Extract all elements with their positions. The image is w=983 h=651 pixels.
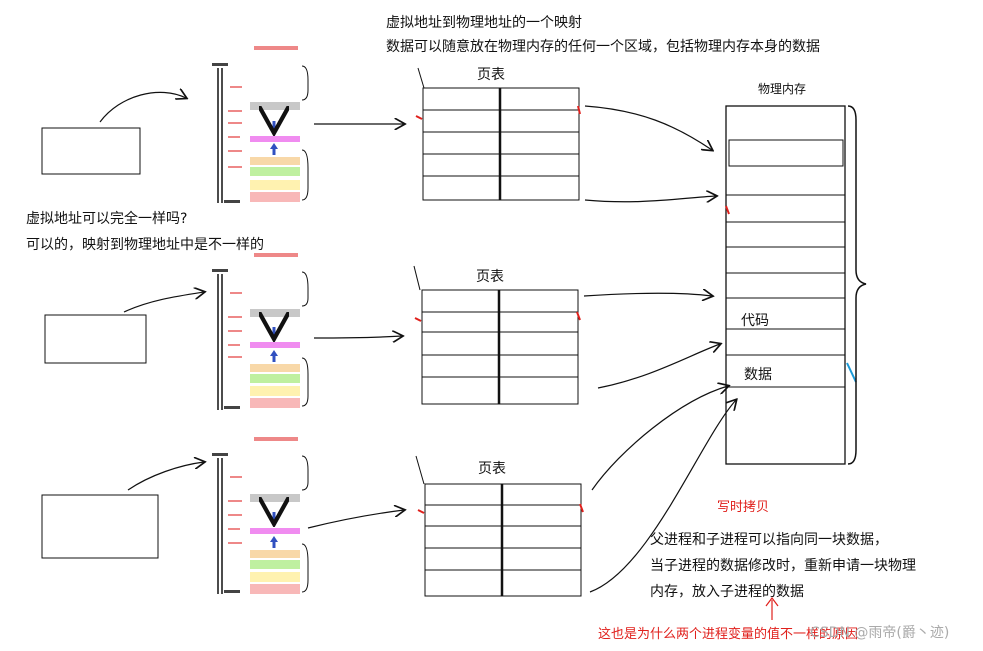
header-line-1: 虚拟地址到物理地址的一个映射 xyxy=(386,15,582,31)
page-table-1 xyxy=(415,67,581,201)
process-box-1 xyxy=(41,127,141,175)
page-table-2-label: 页表 xyxy=(476,269,504,285)
arrow-process-3-to-space xyxy=(127,462,204,491)
arrow-process-1-to-space xyxy=(99,92,186,123)
page-table-1-label: 页表 xyxy=(477,67,505,83)
address-space-1 xyxy=(212,46,309,203)
cow-line-3: 内存，放入子进程的数据 xyxy=(650,584,804,600)
address-space-2 xyxy=(212,253,309,410)
arrow-table-1-to-memory-a xyxy=(584,105,712,150)
arrow-table-1-to-memory-b xyxy=(584,196,716,202)
question-line-1: 虚拟地址可以完全一样吗? xyxy=(26,211,188,227)
arrow-table-3-to-memory-b xyxy=(589,400,736,593)
arrow-table-2-to-memory-b xyxy=(597,344,720,389)
question-line-2: 可以的，映射到物理地址中是不一样的 xyxy=(26,237,264,253)
memory-code-label: 代码 xyxy=(741,313,769,329)
page-table-2 xyxy=(413,265,581,405)
cow-title: 写时拷贝 xyxy=(717,500,770,515)
process-box-3 xyxy=(41,494,159,559)
page-table-3 xyxy=(415,455,584,597)
physical-memory-title: 物理内存 xyxy=(758,82,807,96)
memory-brace xyxy=(847,105,867,465)
cow-line-1: 父进程和子进程可以指向同一块数据， xyxy=(650,532,888,548)
arrow-table-2-to-memory-a xyxy=(583,293,712,296)
process-box-2 xyxy=(44,314,147,364)
watermark: CSDN @雨帝(爵丶迹) xyxy=(810,625,950,641)
arrow-space-2-to-table xyxy=(313,336,402,338)
memory-data-label: 数据 xyxy=(744,367,772,383)
header-line-2: 数据可以随意放在物理内存的任何一个区域，包括物理内存本身的数据 xyxy=(386,39,820,55)
address-space-3 xyxy=(212,437,309,594)
cow-line-2: 当子进程的数据修改时，重新申请一块物理 xyxy=(650,558,916,574)
page-table-3-label: 页表 xyxy=(478,461,506,477)
arrow-space-3-to-table xyxy=(307,510,404,529)
arrow-table-3-to-memory-a xyxy=(591,386,728,491)
cow-footer: 这也是为什么两个进程变量的值不一样的原因 xyxy=(598,627,859,642)
cow-pointer-arrow xyxy=(765,597,779,620)
arrow-process-2-to-space xyxy=(123,292,204,313)
physical-memory-block xyxy=(725,105,867,465)
